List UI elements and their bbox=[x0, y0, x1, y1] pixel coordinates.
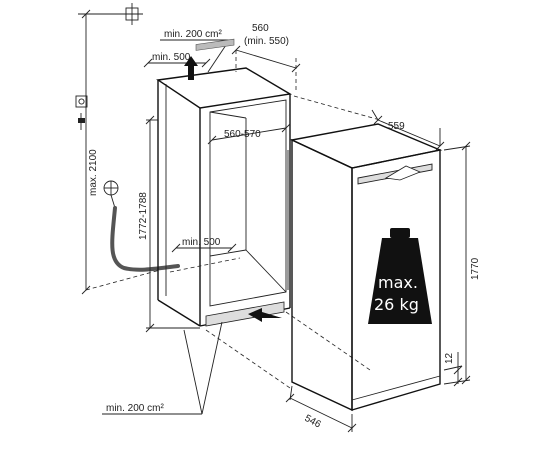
max-height-dimension: max. 2100 bbox=[81, 9, 99, 295]
max-height-label: max. 2100 bbox=[88, 149, 99, 196]
vent-top-arrow bbox=[184, 56, 198, 80]
guide-top bbox=[293, 95, 381, 121]
vent-bottom-arrow bbox=[248, 308, 282, 322]
vent-bottom-label: min. 200 cm² bbox=[106, 403, 164, 414]
niche-cabinet bbox=[156, 38, 293, 327]
water-tap-icon bbox=[103, 180, 119, 209]
appliance bbox=[287, 123, 443, 412]
appliance-depth-label: 546 bbox=[303, 413, 323, 431]
weight-icon: max. 26 kg bbox=[368, 228, 432, 324]
inner-gap-label: min. 500 bbox=[182, 237, 221, 248]
niche-height-label: 1772-1788 bbox=[138, 192, 149, 240]
appliance-width-label: 559 bbox=[388, 121, 405, 132]
appliance-depth-dimension: 546 bbox=[285, 385, 357, 433]
niche-height-dimension: 1772-1788 bbox=[138, 115, 200, 333]
top-gap-label: min. 500 bbox=[152, 52, 191, 63]
vent-top-label: min. 200 cm² bbox=[164, 29, 222, 40]
depth-top-label: 560 bbox=[252, 23, 269, 34]
appliance-height-label: 1770 bbox=[470, 257, 481, 280]
appliance-height-dimension: 1770 bbox=[443, 141, 481, 385]
weight-value-label: 26 kg bbox=[374, 295, 419, 314]
plug-icon bbox=[78, 113, 85, 130]
plinth-gap-dimension: 12 bbox=[443, 352, 463, 387]
guide-bottom bbox=[285, 311, 371, 371]
depth-top-min-label: (min. 550) bbox=[244, 36, 289, 47]
plinth-gap-label: 12 bbox=[444, 352, 455, 364]
floor-extension bbox=[85, 269, 161, 291]
socket-icon bbox=[75, 95, 88, 108]
weight-max-label: max. bbox=[378, 273, 418, 292]
niche-width-label: 560-570 bbox=[224, 129, 261, 140]
guide-bottom-front bbox=[205, 329, 291, 389]
water-hose bbox=[110, 206, 180, 272]
